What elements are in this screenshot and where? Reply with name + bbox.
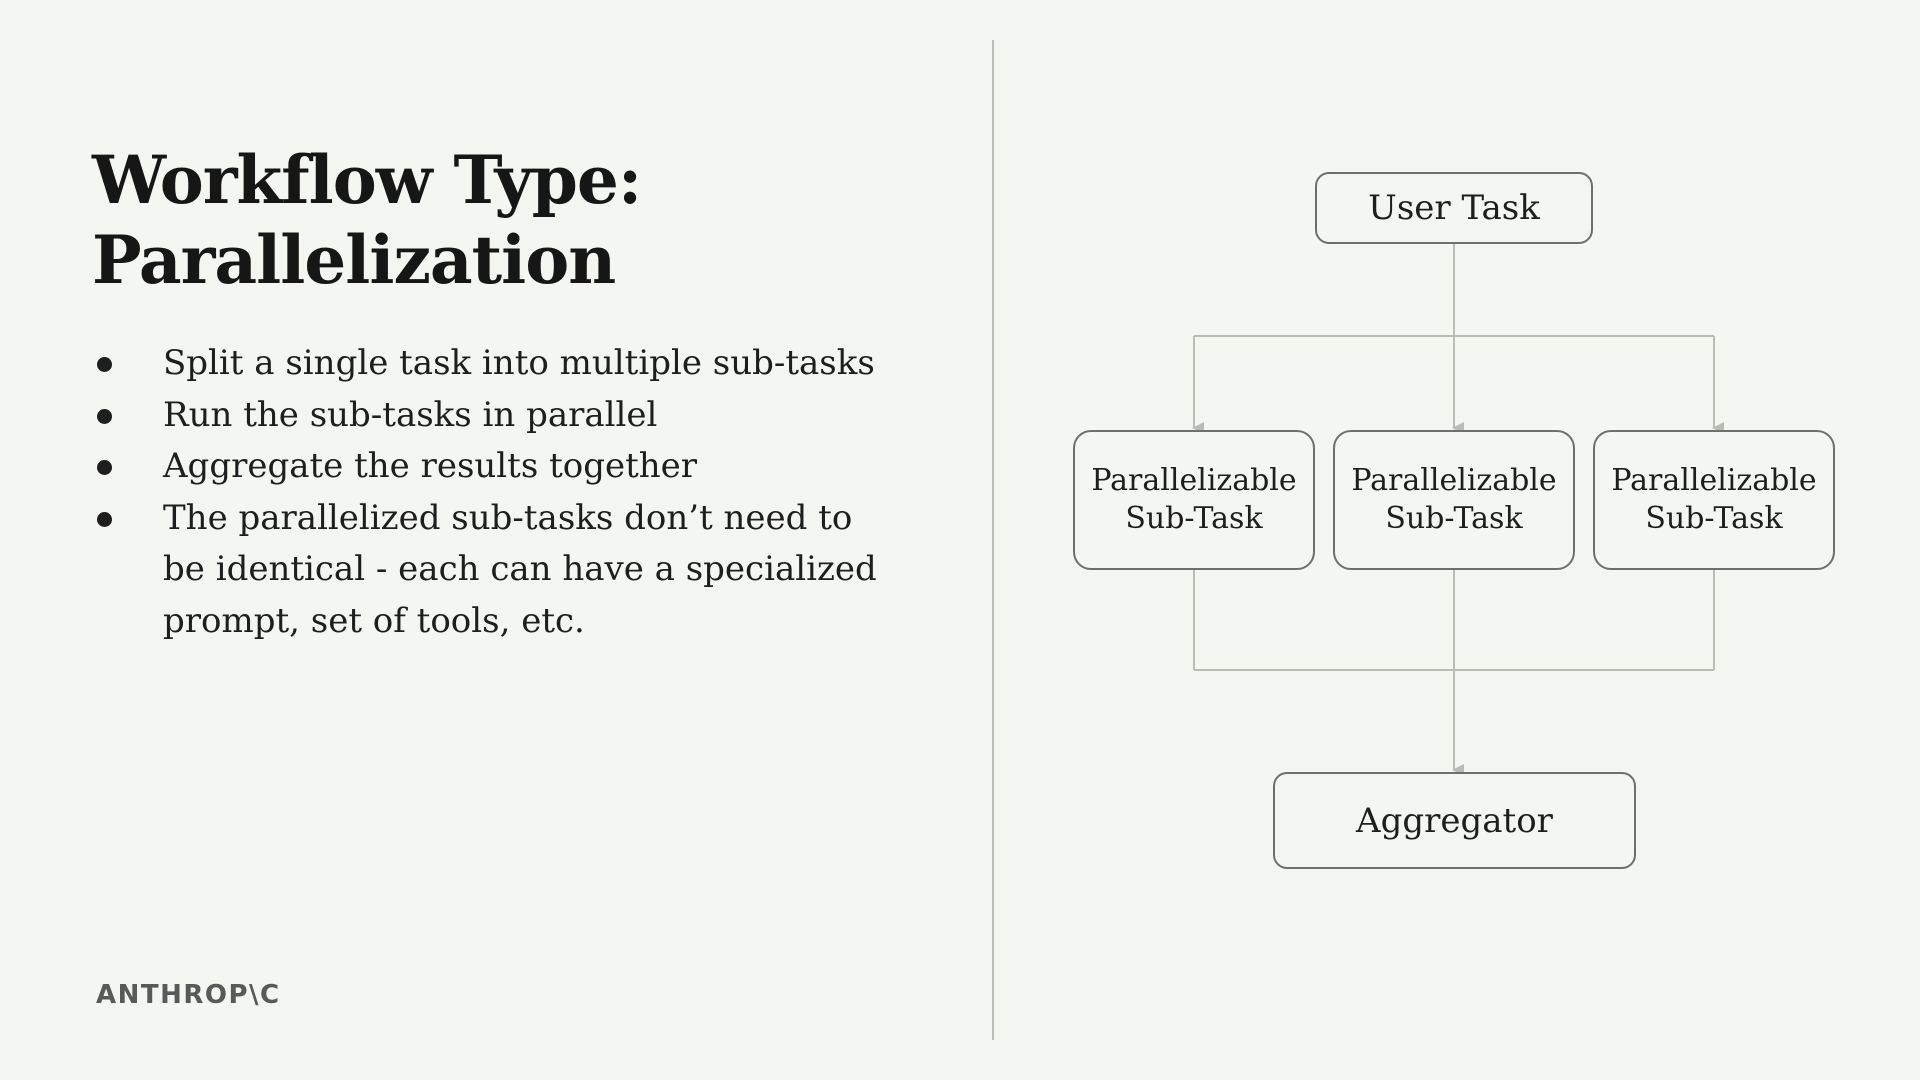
parallel-subtask-node: Parallelizable Sub-Task <box>1593 430 1835 570</box>
bullet-dot-icon <box>97 357 112 372</box>
bullet-dot-icon <box>97 460 112 475</box>
bullet-item: The parallelized sub-tasks don’t need to… <box>92 493 892 648</box>
bullet-dot-icon <box>97 408 112 424</box>
bullet-item: Aggregate the results together <box>92 441 892 493</box>
slide-title-line-1: Workflow Type: <box>92 141 642 219</box>
bullet-text: Aggregate the results together <box>163 446 698 486</box>
bullet-text: Split a single task into multiple sub-ta… <box>163 343 875 383</box>
bullet-dot-icon <box>97 511 112 527</box>
anthropic-logo: ANTHROP\C <box>96 980 281 1010</box>
bullet-text: Run the sub-tasks in parallel <box>163 394 658 435</box>
aggregator-node: Aggregator <box>1273 772 1636 869</box>
node-label-line-2: Sub-Task <box>1125 501 1263 536</box>
parallel-subtask-node: Parallelizable Sub-Task <box>1073 430 1315 570</box>
node-label-line-2: Sub-Task <box>1385 501 1523 536</box>
user-task-node: User Task <box>1315 172 1593 244</box>
slide-title: Workflow Type: Parallelization <box>92 140 642 300</box>
parallel-subtask-node: Parallelizable Sub-Task <box>1333 430 1575 570</box>
node-label-line-2: Sub-Task <box>1645 501 1783 536</box>
node-label-line-1: Parallelizable <box>1091 463 1297 498</box>
slide-title-line-2: Parallelization <box>92 221 616 299</box>
bullet-list: Split a single task into multiple sub-ta… <box>92 338 892 647</box>
bullet-item: Run the sub-tasks in parallel <box>92 390 892 442</box>
node-label-line-1: Parallelizable <box>1611 463 1817 498</box>
bullet-text: The parallelized sub-tasks don’t need to… <box>163 497 877 641</box>
bullet-item: Split a single task into multiple sub-ta… <box>92 338 892 390</box>
node-label-line-1: Parallelizable <box>1351 463 1557 498</box>
vertical-divider <box>992 40 994 1040</box>
